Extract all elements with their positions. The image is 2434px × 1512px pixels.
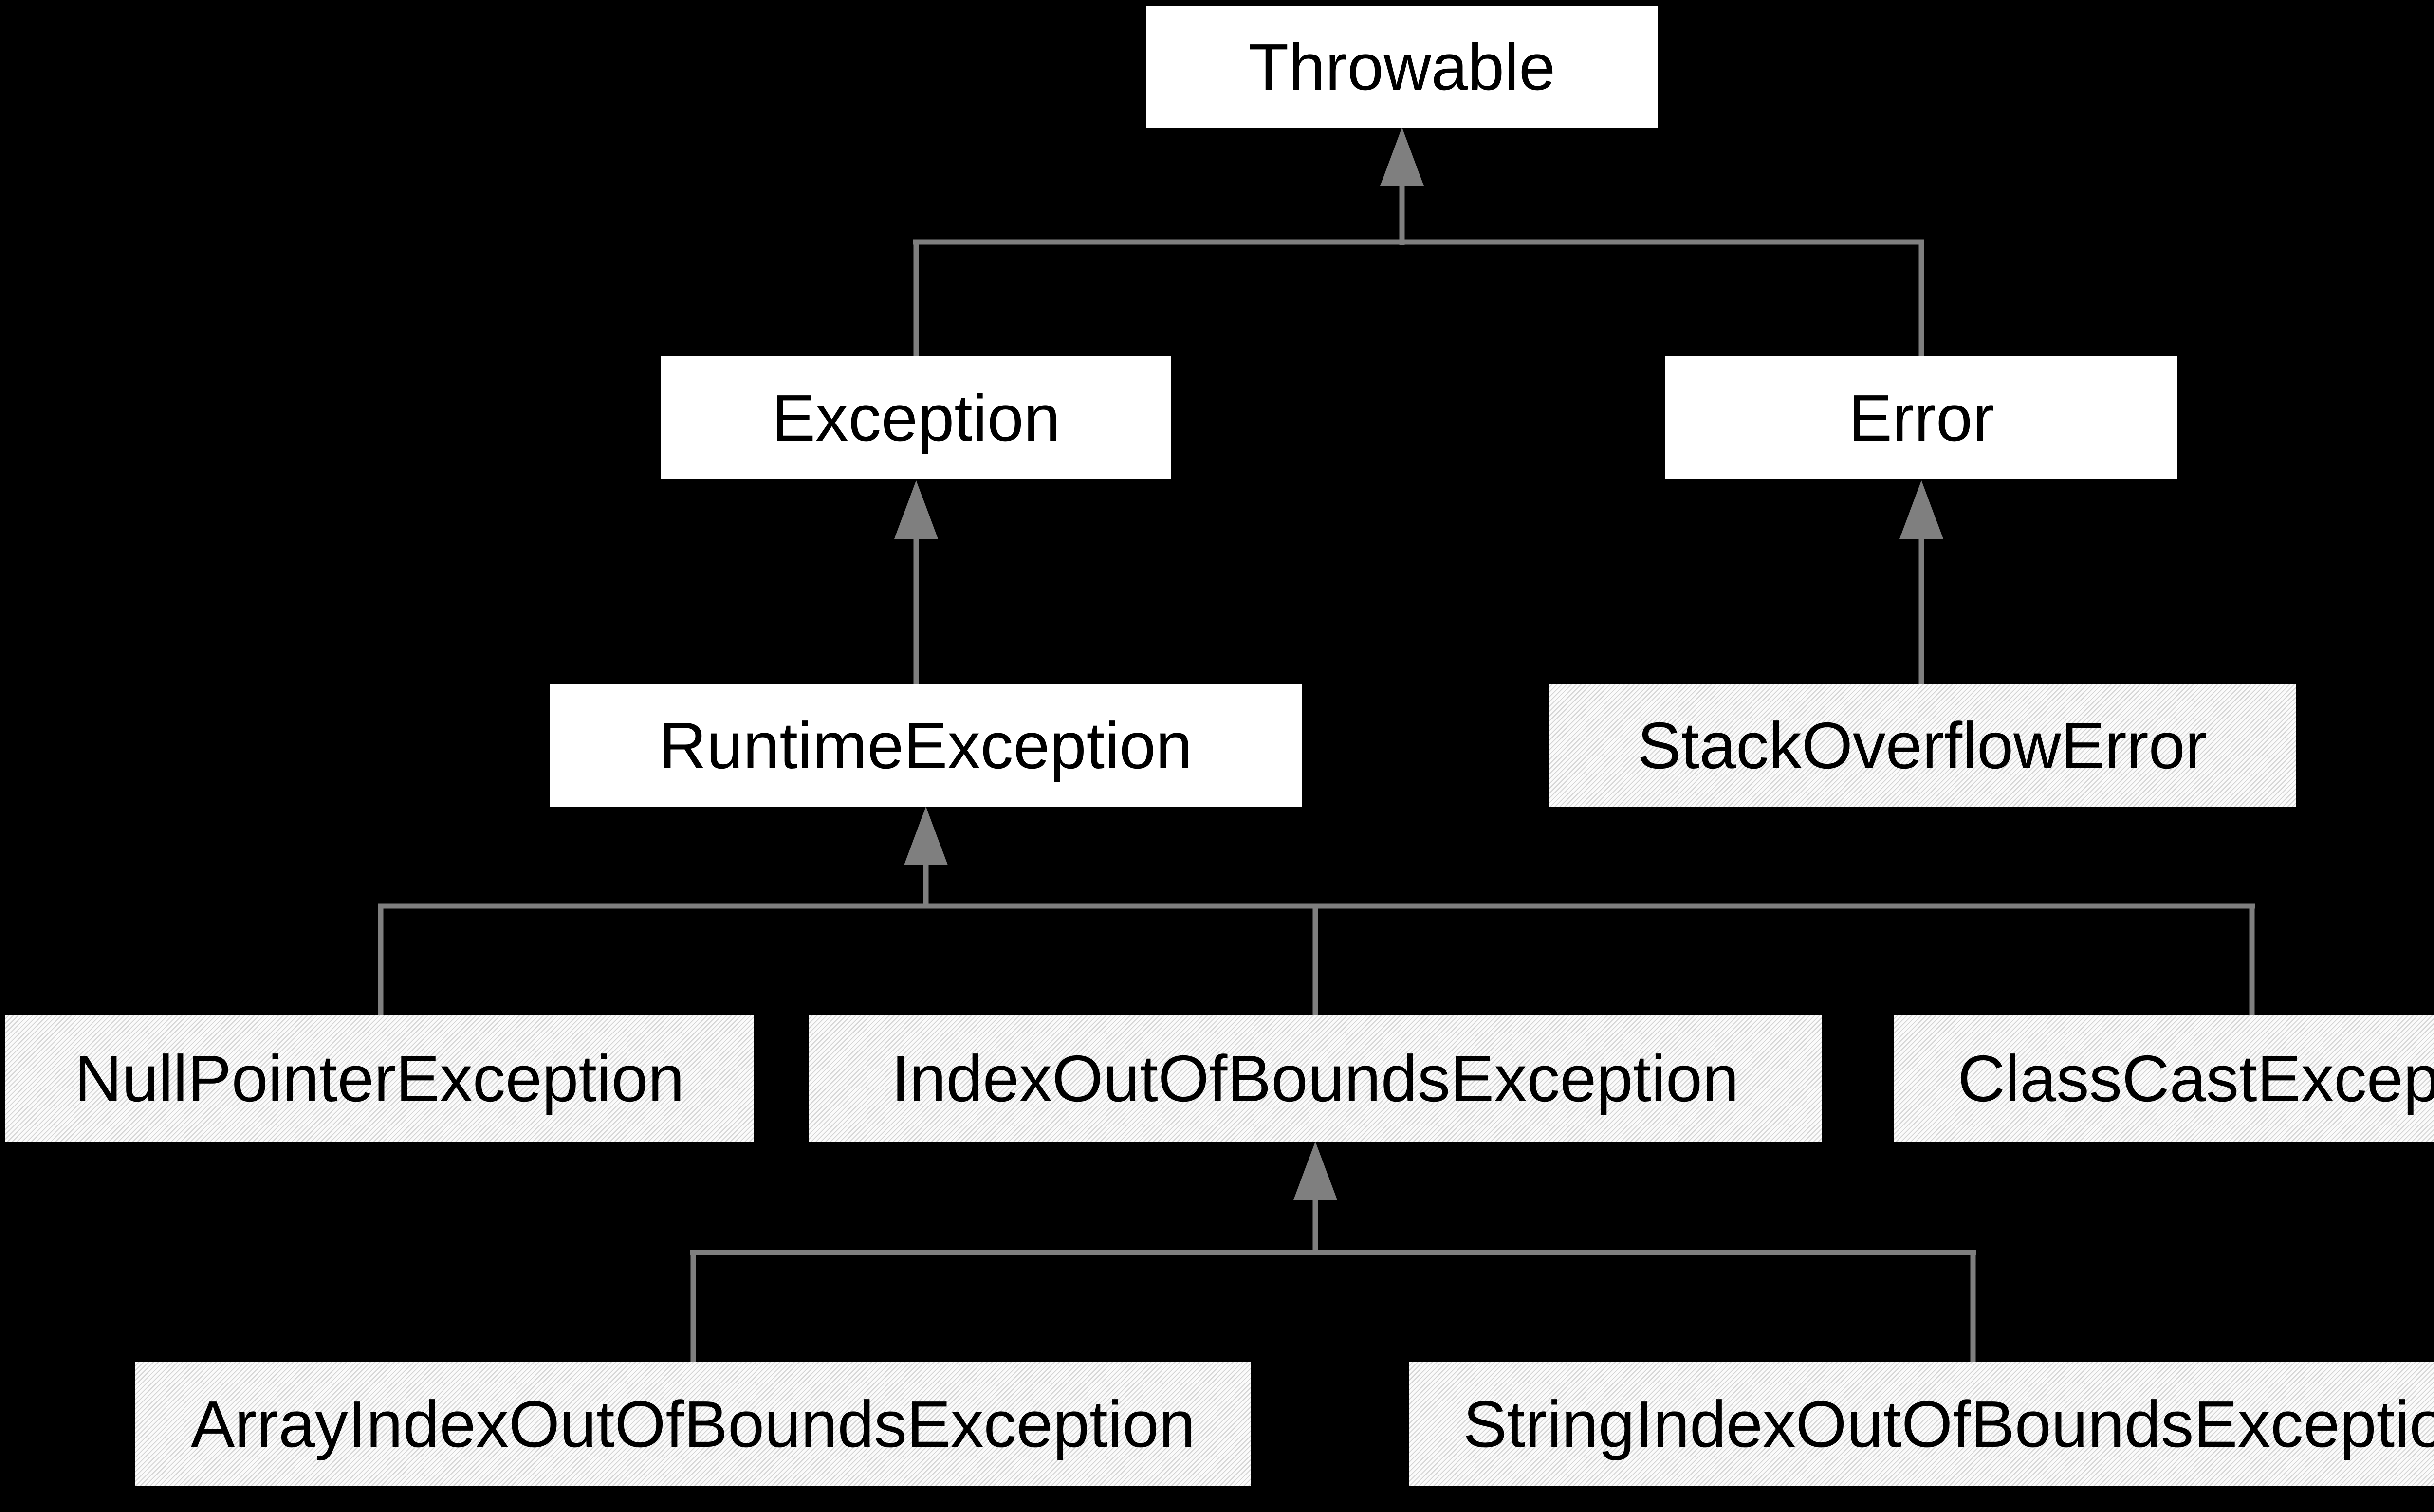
node-array-index-out-of-bounds-exception-label: ArrayIndexOutOfBoundsException xyxy=(191,1387,1196,1461)
node-error-label: Error xyxy=(1848,381,1994,455)
node-class-cast-exception-label: ClassCastException xyxy=(1957,1041,2434,1115)
arrowhead-to-throwable-icon xyxy=(1380,128,1424,186)
node-runtime-exception-label: RuntimeException xyxy=(659,708,1193,782)
arrowhead-to-indexoutofbounds-icon xyxy=(1293,1142,1337,1200)
node-exception: Exception xyxy=(661,356,1171,479)
node-null-pointer-exception-label: NullPointerException xyxy=(74,1041,685,1115)
node-array-index-out-of-bounds-exception: ArrayIndexOutOfBoundsException xyxy=(135,1362,1251,1486)
node-stack-overflow-error-label: StackOverflowError xyxy=(1637,708,2207,782)
arrowhead-to-runtimeexception-icon xyxy=(904,807,948,865)
node-null-pointer-exception: NullPointerException xyxy=(5,1015,754,1142)
node-index-out-of-bounds-exception-label: IndexOutOfBoundsException xyxy=(891,1041,1739,1115)
node-index-out-of-bounds-exception: IndexOutOfBoundsException xyxy=(809,1015,1822,1142)
node-exception-label: Exception xyxy=(772,381,1060,455)
arrowhead-to-exception-icon xyxy=(894,480,938,539)
node-runtime-exception: RuntimeException xyxy=(550,684,1302,807)
node-class-cast-exception: ClassCastException xyxy=(1894,1015,2434,1142)
node-string-index-out-of-bounds-exception: StringIndexOutOfBoundsException xyxy=(1409,1362,2434,1486)
node-throwable-label: Throwable xyxy=(1248,30,1556,104)
node-throwable: Throwable xyxy=(1146,6,1658,128)
node-stack-overflow-error: StackOverflowError xyxy=(1549,684,2296,807)
arrowhead-to-error-icon xyxy=(1899,480,1943,539)
node-string-index-out-of-bounds-exception-label: StringIndexOutOfBoundsException xyxy=(1463,1387,2434,1461)
node-error: Error xyxy=(1665,356,2177,479)
